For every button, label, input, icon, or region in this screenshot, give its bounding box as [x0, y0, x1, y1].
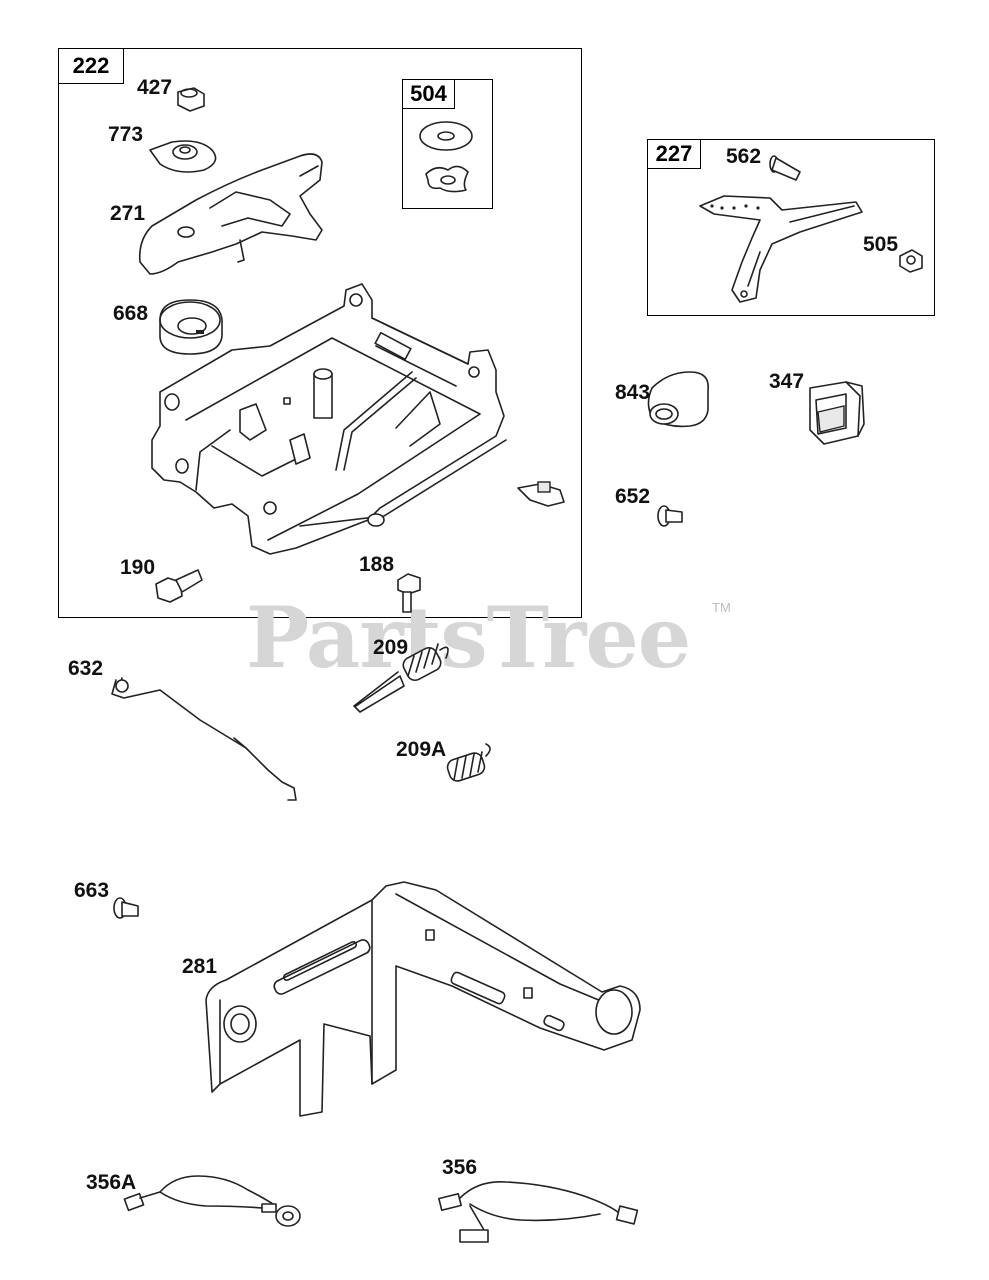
- label-209[interactable]: 209: [373, 636, 409, 659]
- group-box-222: [58, 48, 582, 618]
- label-281[interactable]: 281: [182, 955, 218, 978]
- part-773-drawing[interactable]: [149, 140, 217, 173]
- label-356[interactable]: 356: [442, 1156, 478, 1179]
- label-632[interactable]: 632: [68, 657, 104, 680]
- group-box-227: [647, 139, 935, 316]
- part-347-switch-drawing[interactable]: [809, 381, 865, 445]
- part-843-cover-drawing[interactable]: [647, 371, 709, 428]
- watermark: PartsTree: [246, 588, 691, 687]
- part-663-screw-drawing[interactable]: [113, 897, 139, 919]
- part-427-nut-drawing[interactable]: [177, 87, 205, 112]
- watermark-trademark: TM: [712, 600, 731, 615]
- label-652[interactable]: 652: [615, 485, 651, 508]
- label-427[interactable]: 427: [137, 76, 173, 99]
- part-562-pin-drawing[interactable]: [769, 155, 801, 181]
- part-209a-spring-drawing[interactable]: [445, 743, 491, 783]
- part-632-rod-drawing[interactable]: [111, 677, 297, 801]
- label-209a[interactable]: 209A: [396, 738, 447, 761]
- part-356a-wire-drawing[interactable]: [123, 1175, 301, 1227]
- label-188[interactable]: 188: [359, 553, 395, 576]
- part-190-bolt-drawing[interactable]: [155, 569, 203, 603]
- part-188-bolt-drawing[interactable]: [397, 573, 421, 613]
- label-505[interactable]: 505: [863, 233, 899, 256]
- group-tag-222[interactable]: 222: [58, 48, 124, 84]
- part-505-nut-drawing[interactable]: [899, 249, 923, 273]
- group-tag-504[interactable]: 504: [402, 79, 455, 109]
- label-356a[interactable]: 356A: [86, 1171, 137, 1194]
- label-773[interactable]: 773: [108, 123, 144, 146]
- label-190[interactable]: 190: [120, 556, 156, 579]
- part-356-wire-drawing[interactable]: [438, 1181, 639, 1243]
- part-668-grommet-drawing[interactable]: [159, 299, 223, 355]
- label-271[interactable]: 271: [110, 202, 146, 225]
- group-tag-227[interactable]: 227: [647, 139, 701, 169]
- part-227-lever-drawing[interactable]: [699, 195, 863, 303]
- part-271-plate-drawing[interactable]: [138, 153, 323, 275]
- part-281-bracket-drawing[interactable]: [205, 881, 641, 1117]
- label-843[interactable]: 843: [615, 381, 651, 404]
- part-652-screw-drawing[interactable]: [657, 505, 683, 527]
- control-base-plate-drawing[interactable]: [151, 283, 507, 555]
- label-668[interactable]: 668: [113, 302, 149, 325]
- label-663[interactable]: 663: [74, 879, 110, 902]
- part-504-washers-drawing[interactable]: [419, 121, 473, 193]
- part-209-spring-drawing[interactable]: [353, 643, 449, 713]
- label-347[interactable]: 347: [769, 370, 805, 393]
- small-clip-drawing[interactable]: [517, 481, 565, 507]
- label-562[interactable]: 562: [726, 145, 762, 168]
